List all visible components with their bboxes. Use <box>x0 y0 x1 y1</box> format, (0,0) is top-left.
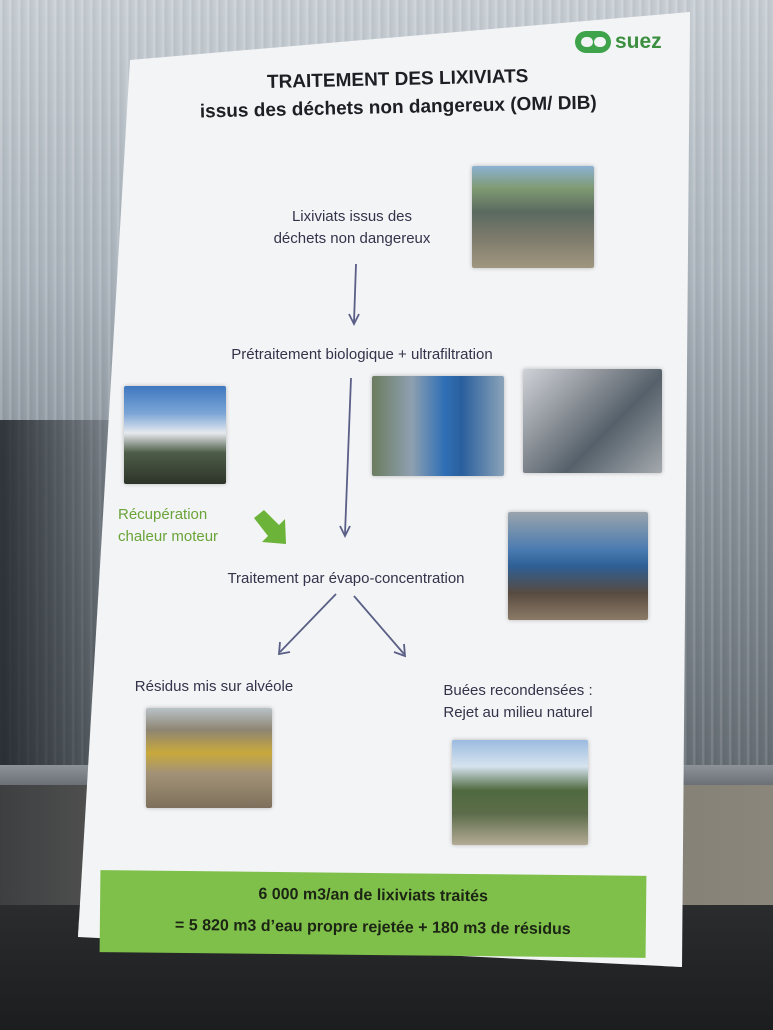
arrow-evaporation-to-residues-head <box>278 641 291 656</box>
information-board: suez TRAITEMENT DES LIXIVIATS issus des … <box>78 12 690 967</box>
pretreatment-label: Prétraitement biologique + ultrafiltrati… <box>231 346 493 363</box>
flow-arrows <box>254 263 407 658</box>
arrow-evaporation-to-vapors <box>353 595 405 655</box>
arrow-evaporation-to-vapors-head <box>393 643 407 658</box>
bioreactor-tank-photo <box>372 376 504 476</box>
heat-recovery-label: Récupération chaleur moteur <box>118 504 248 548</box>
arrow-evaporation-to-residues <box>279 593 337 653</box>
source-label-line-2: déchets non dangereux <box>273 230 431 247</box>
heat-recovery-line-2: chaleur moteur <box>118 528 219 545</box>
suez-logo: suez <box>575 28 662 56</box>
summary-line-1: 6 000 m3/an de lixiviats traités <box>258 885 489 906</box>
vapors-label-line-2: Rejet au milieu naturel <box>443 704 593 721</box>
vapors-label-line-1: Buées recondensées : <box>443 682 593 699</box>
heat-recovery-line-1: Récupération <box>118 506 208 523</box>
arrow-pretreatment-to-evaporation-head <box>339 525 351 539</box>
heat-recovery-arrow-icon <box>254 510 286 544</box>
source-label: Lixiviats issus des déchets non dangereu… <box>252 206 452 250</box>
evaporation-label: Traitement par évapo-concentration <box>227 570 465 587</box>
suez-logo-icon <box>575 31 611 53</box>
evaporator-photo <box>508 512 648 620</box>
engine-exhaust-photo <box>124 386 226 484</box>
arrow-source-to-pretreatment <box>353 263 357 323</box>
landfill-cell-photo <box>146 708 272 808</box>
suez-logo-text: suez <box>615 30 662 53</box>
leachate-basin-photo <box>472 166 594 268</box>
natural-discharge-photo <box>452 740 588 845</box>
source-label-line-1: Lixiviats issus des <box>291 208 413 225</box>
summary-line-2: = 5 820 m3 d’eau propre rejetée + 180 m3… <box>174 916 571 939</box>
residues-label: Résidus mis sur alvéole <box>134 678 294 695</box>
ultrafiltration-unit-photo <box>523 369 662 473</box>
arrow-pretreatment-to-evaporation <box>344 377 352 535</box>
summary-banner: 6 000 m3/an de lixiviats traités = 5 820… <box>99 870 647 958</box>
arrow-source-to-pretreatment-head <box>348 313 360 327</box>
vapors-label: Buées recondensées : Rejet au milieu nat… <box>412 680 624 724</box>
